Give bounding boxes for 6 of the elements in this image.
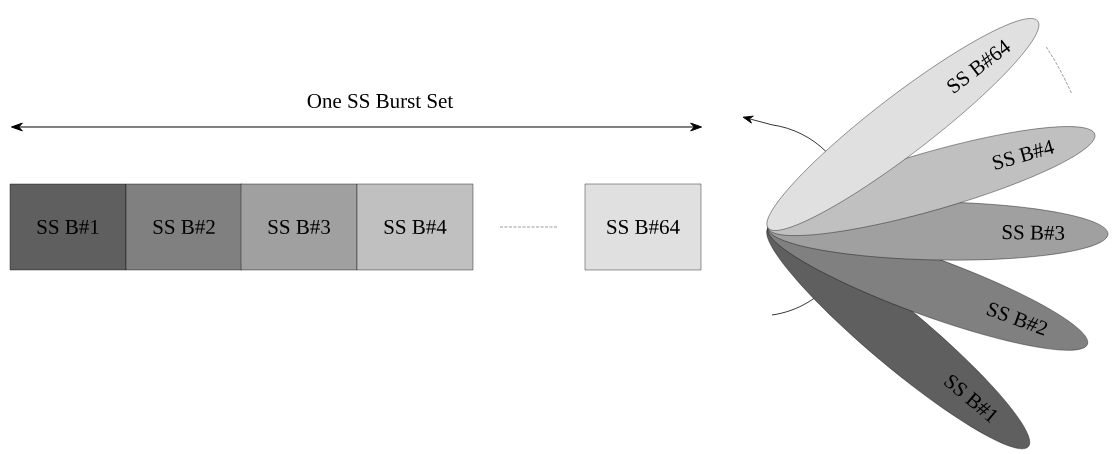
- slot-box: SS B#1: [9, 183, 127, 271]
- dimension-label: One SS Burst Set: [307, 93, 454, 109]
- slot-box: SS B#3: [240, 183, 358, 271]
- slot-box: SS B#4: [356, 183, 474, 271]
- slot-box: SS B#2: [125, 183, 243, 271]
- slot-box: SS B#64: [584, 183, 702, 271]
